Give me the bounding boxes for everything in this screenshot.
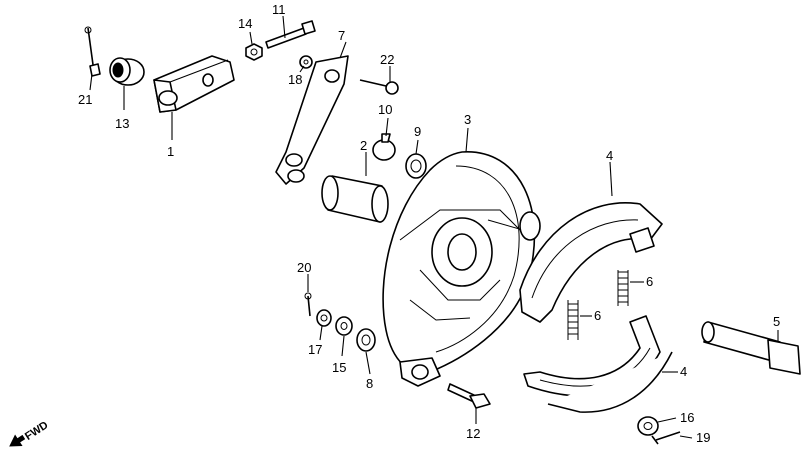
part-18-clip (299, 55, 313, 69)
callout-16: 16 (680, 410, 694, 425)
part-3-brake-panel (382, 151, 541, 387)
fwd-indicator: FWD (9, 419, 51, 447)
part-16-washer (637, 416, 659, 436)
fwd-arrow-icon (9, 434, 26, 447)
callout-6-lower: 6 (594, 308, 601, 323)
callout-20: 20 (297, 260, 311, 275)
part-9-washer (405, 153, 427, 179)
callout-17: 17 (308, 342, 322, 357)
part-6-spring-upper (617, 270, 629, 306)
callout-2: 2 (360, 138, 367, 153)
callout-11: 11 (272, 2, 286, 17)
part-7-brake-arm (275, 55, 349, 185)
part-14-nut (245, 43, 263, 61)
part-17-nut (316, 309, 332, 327)
part-19-pin (651, 431, 681, 445)
part-12-pivot-bolt (447, 383, 491, 409)
callout-13: 13 (115, 116, 129, 131)
part-5-cam-shaft (701, 321, 801, 375)
callout-12: 12 (466, 426, 480, 441)
part-20-bolt (304, 292, 312, 317)
part-10-indicator (372, 133, 396, 161)
part-1-bracket (153, 55, 235, 113)
part-4-brake-shoe-upper (519, 202, 663, 323)
callout-21: 21 (78, 92, 92, 107)
part-11-bolt (265, 20, 316, 49)
callout-19: 19 (696, 430, 710, 445)
part-2-cam-spacer (321, 175, 389, 223)
part-6-spring-lower (567, 300, 579, 340)
part-13-seal (109, 57, 145, 86)
callout-10: 10 (378, 102, 392, 117)
callout-8: 8 (366, 376, 373, 391)
leader-lines (89, 15, 779, 439)
part-15-washer (335, 316, 353, 336)
callout-14: 14 (238, 16, 252, 31)
callout-4-upper: 4 (606, 148, 613, 163)
callout-1: 1 (167, 144, 174, 159)
callout-labels: 21 13 1 14 11 7 18 22 10 9 3 2 4 6 6 5 4… (78, 2, 780, 445)
part-8-washer (356, 328, 376, 352)
callout-18: 18 (288, 72, 302, 87)
callout-4-lower: 4 (680, 364, 687, 379)
callout-9: 9 (414, 124, 421, 139)
callout-15: 15 (332, 360, 346, 375)
callout-7: 7 (338, 28, 345, 43)
callout-5: 5 (773, 314, 780, 329)
part-21-pin (84, 26, 101, 77)
callout-22: 22 (380, 52, 394, 67)
fwd-label: FWD (23, 419, 51, 443)
part-22-bolt (359, 79, 399, 95)
callout-6-upper: 6 (646, 274, 653, 289)
part-4-brake-shoe-lower (523, 315, 673, 413)
callout-3: 3 (464, 112, 471, 127)
